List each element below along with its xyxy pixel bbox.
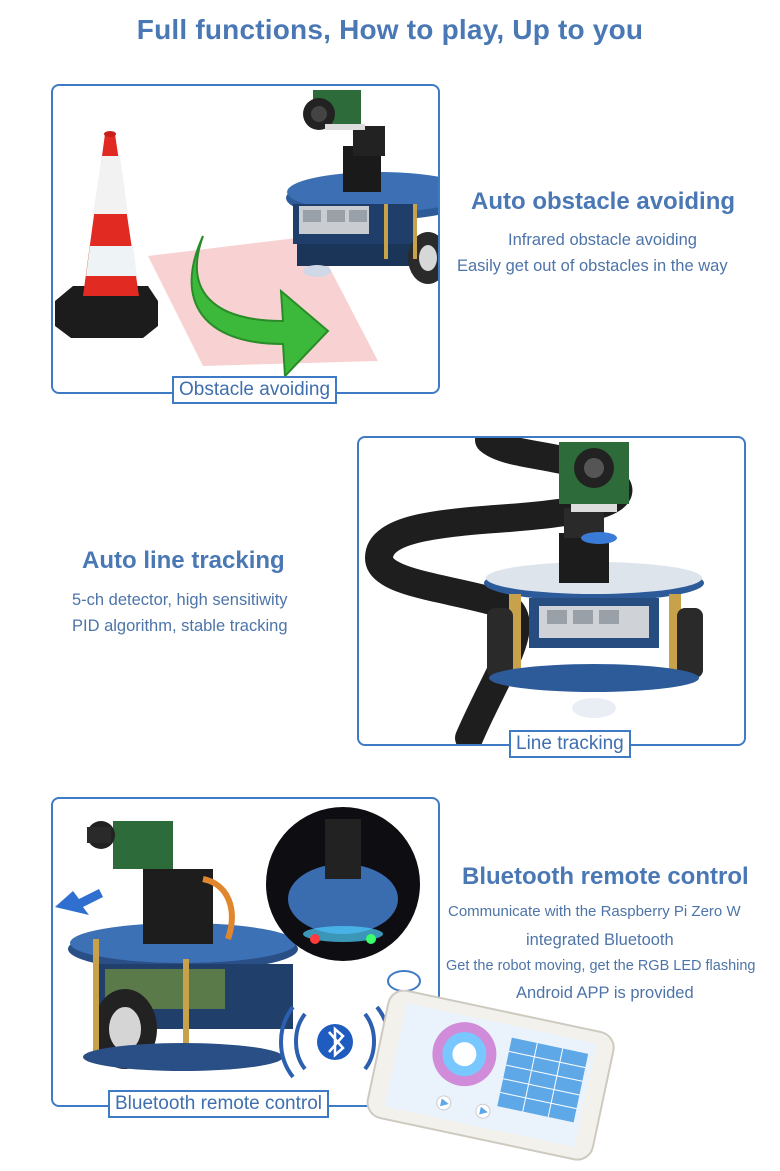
obstacle-line-2: Easily get out of obstacles in the way xyxy=(457,257,728,275)
line-tracking-panel xyxy=(357,436,746,746)
bluetooth-illustration xyxy=(55,807,421,1079)
bluetooth-title: Bluetooth remote control xyxy=(462,863,749,890)
camera-icon xyxy=(87,821,173,869)
bluetooth-line-4: Android APP is provided xyxy=(516,984,694,1002)
bluetooth-line-2: integrated Bluetooth xyxy=(526,931,674,949)
obstacle-panel xyxy=(51,84,440,394)
bluetooth-caption: Bluetooth remote control xyxy=(108,1090,330,1118)
bluetooth-line-1: Communicate with the Raspberry Pi Zero W xyxy=(448,903,741,920)
line-tracking-caption: Line tracking xyxy=(509,730,631,758)
smartphone-icon xyxy=(366,990,615,1161)
page-headline: Full functions, How to play, Up to you xyxy=(136,14,644,45)
line-tracking-line-2: PID algorithm, stable tracking xyxy=(72,617,288,635)
obstacle-caption: Obstacle avoiding xyxy=(172,376,338,404)
camera-icon xyxy=(559,442,629,512)
line-tracking-line-1: 5-ch detector, high sensitiwity xyxy=(72,591,288,609)
line-tracking-title: Auto line tracking xyxy=(82,547,285,574)
line-tracking-illustration xyxy=(364,438,704,744)
robot-car-icon xyxy=(286,126,438,284)
bluetooth-panel xyxy=(51,797,440,1107)
green-arrow-icon xyxy=(190,235,330,379)
robot-car-icon xyxy=(484,508,704,718)
obstacle-title: Auto obstacle avoiding xyxy=(471,188,736,215)
obstacle-line-1: Infrared obstacle avoiding xyxy=(508,231,697,249)
obstacle-illustration xyxy=(55,90,438,379)
robot-car-icon xyxy=(68,869,298,1071)
bluetooth-line-3: Get the robot moving, get the RGB LED fl… xyxy=(446,958,756,974)
camera-icon xyxy=(303,90,365,130)
traffic-cone-icon xyxy=(55,131,158,338)
